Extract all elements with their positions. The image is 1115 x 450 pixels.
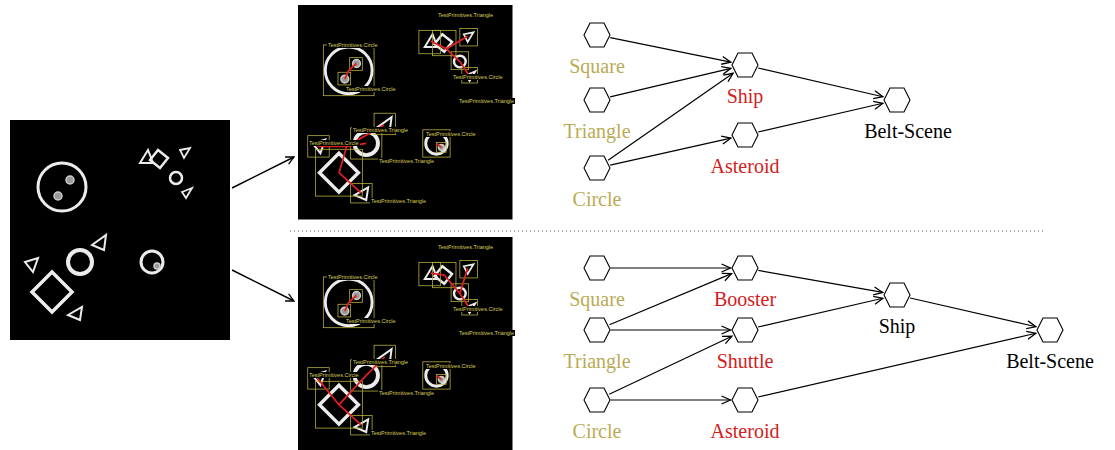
hexagon-outline xyxy=(731,52,759,78)
node-label: Ship xyxy=(727,85,764,108)
node-label: Ship xyxy=(879,315,916,338)
graph-node: Ship xyxy=(883,282,911,308)
graph-node: Booster xyxy=(731,255,759,281)
hexagon-outline xyxy=(583,87,611,113)
graph-node: Circle xyxy=(583,155,611,181)
node-label: Triangle xyxy=(563,120,630,143)
node-label: Booster xyxy=(714,288,776,311)
graph-node: Square xyxy=(583,22,611,48)
edge-arrow xyxy=(758,296,883,327)
detection-label: TestPrimitives.Triangle xyxy=(437,12,494,18)
edge-arrow xyxy=(611,396,731,404)
node-label: Square xyxy=(569,288,625,311)
detection-label: TestPrimitives.Circle xyxy=(327,274,379,280)
detection-label: TestPrimitives.Triangle xyxy=(437,244,494,250)
detection-label: TestPrimitives.Triangle xyxy=(352,127,409,133)
node-label: Square xyxy=(569,55,625,78)
detection-label: TestPrimitives.Triangle xyxy=(378,158,435,164)
edge-arrow xyxy=(758,331,1036,397)
detection-label: TestPrimitives.Triangle xyxy=(370,198,427,204)
detection-label: TestPrimitives.Circle xyxy=(452,74,504,80)
detection-label: TestPrimitives.Triangle xyxy=(458,98,515,104)
edge-arrow xyxy=(910,298,1036,329)
hexagon-outline xyxy=(731,387,759,413)
detection-label: TestPrimitives.Circle xyxy=(425,131,477,137)
hexagon-outline xyxy=(883,87,911,113)
graph-node: Triangle xyxy=(583,317,611,343)
detection-label: TestPrimitives.Circle xyxy=(345,86,397,92)
edge-arrow xyxy=(758,270,882,294)
node-label: Belt-Scene xyxy=(1006,350,1094,373)
hexagon-outline xyxy=(883,282,911,308)
edge-arrow xyxy=(608,73,733,160)
graph-node: Square xyxy=(583,255,611,281)
graph-node: Asteroid xyxy=(731,122,759,148)
edge-arrow xyxy=(610,67,731,97)
detection-label: TestPrimitives.Triangle xyxy=(378,390,435,396)
hexagon-outline xyxy=(1036,317,1064,343)
edge-arrow xyxy=(611,326,731,334)
detection-label: TestPrimitives.Circle xyxy=(308,372,360,378)
detection-label: TestPrimitives.Circle xyxy=(327,42,379,48)
hexagon-outline xyxy=(731,122,759,148)
node-label: Asteroid xyxy=(711,420,780,443)
hexagon-outline xyxy=(583,155,611,181)
node-label: Shuttle xyxy=(717,350,774,373)
graph-node: Belt-Scene xyxy=(883,87,911,113)
detection-label: TestPrimitives.Circle xyxy=(308,140,360,146)
hexagon-outline xyxy=(731,255,759,281)
hexagon-outline xyxy=(583,22,611,48)
edge-arrow xyxy=(609,273,731,324)
graph-node: Ship xyxy=(731,52,759,78)
hexagon-outline xyxy=(583,317,611,343)
detection-label: TestPrimitives.Triangle xyxy=(458,330,515,336)
detection-label: TestPrimitives.Triangle xyxy=(352,359,409,365)
node-label: Circle xyxy=(573,188,622,211)
detection-label: TestPrimitives.Circle xyxy=(345,318,397,324)
detection-label: TestPrimitives.Circle xyxy=(425,363,477,369)
detection-label: TestPrimitives.Triangle xyxy=(370,430,427,436)
hexagon-outline xyxy=(583,387,611,413)
graph-node: Circle xyxy=(583,387,611,413)
edge-arrow xyxy=(610,38,731,65)
graph-node: Shuttle xyxy=(731,317,759,343)
graph-node: Belt-Scene xyxy=(1036,317,1064,343)
node-label: Circle xyxy=(573,420,622,443)
edge-arrow xyxy=(758,68,883,99)
graph-node: Triangle xyxy=(583,87,611,113)
detection-label: TestPrimitives.Circle xyxy=(452,306,504,312)
hexagon-outline xyxy=(583,255,611,281)
node-label: Asteroid xyxy=(711,155,780,178)
edge-arrow xyxy=(611,264,731,272)
hexagon-outline xyxy=(731,317,759,343)
node-label: Triangle xyxy=(563,350,630,373)
graph-node: Asteroid xyxy=(731,387,759,413)
node-label: Belt-Scene xyxy=(864,120,952,143)
